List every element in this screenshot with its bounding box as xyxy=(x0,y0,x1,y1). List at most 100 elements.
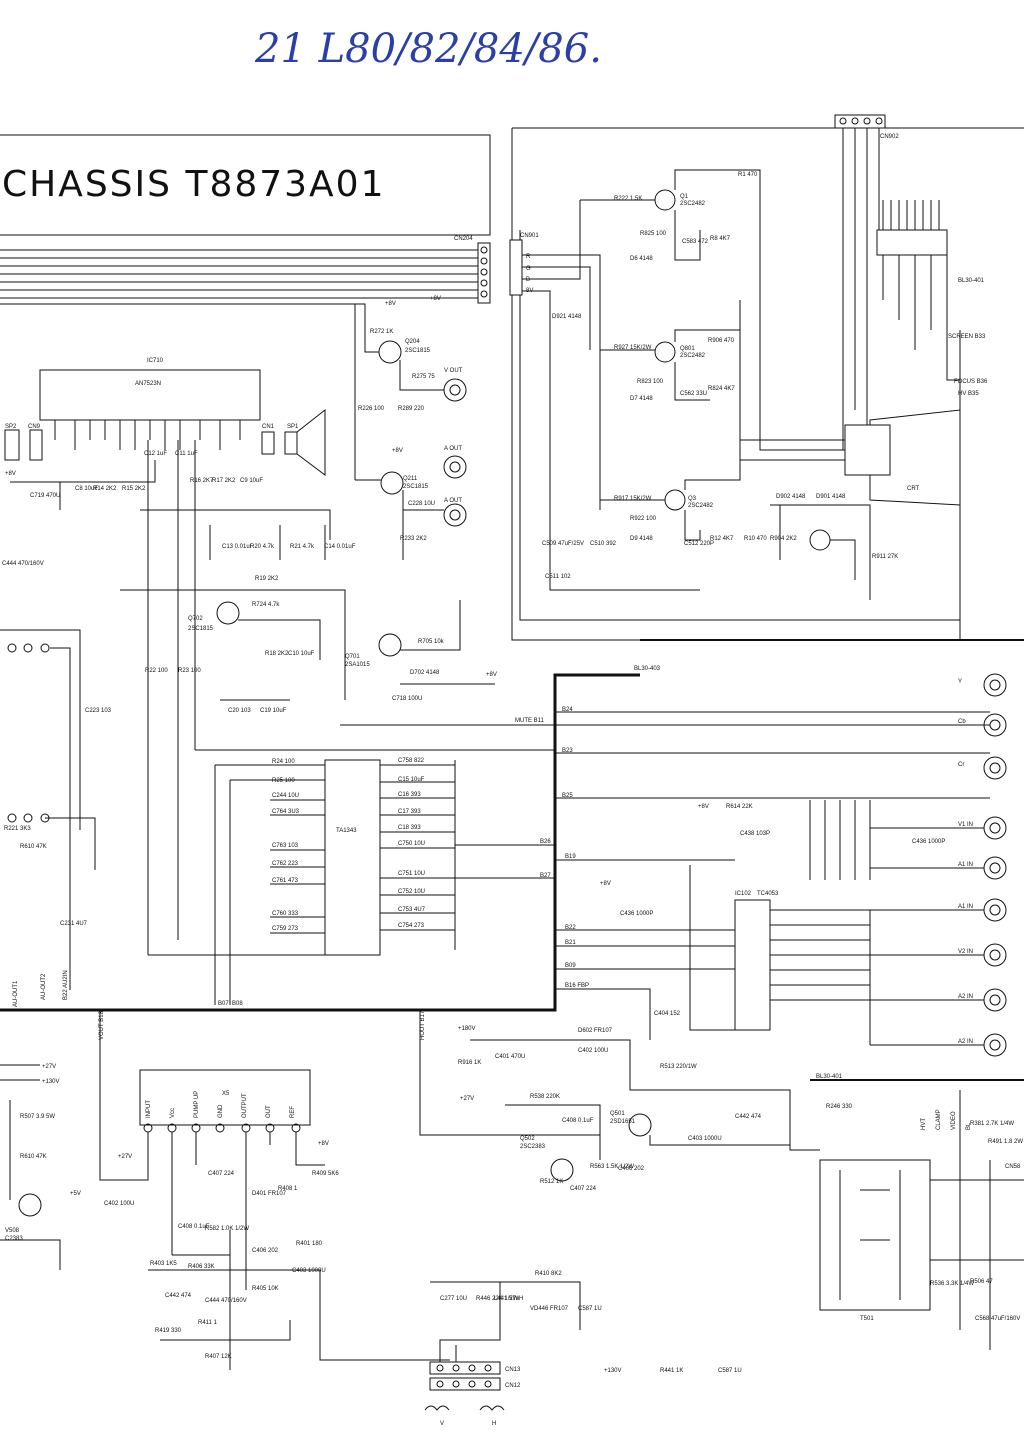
d7-label: D7 4148 xyxy=(630,396,653,402)
video-drivers: Q1 2SC2482 Q801 2SC2482 Q3 2SC2482 R222 … xyxy=(542,169,898,600)
r289-label: R289 220 xyxy=(398,406,425,412)
cn901-label: CN901 xyxy=(520,233,539,239)
r24-label: R24 100 xyxy=(272,759,295,765)
c330-label: C436 1000P xyxy=(620,911,653,917)
r512-label: R563 1.5K 1/2W xyxy=(590,1164,634,1170)
c759-label: C760 333 xyxy=(272,911,299,917)
r582-label: R536 3.3K 1/4W xyxy=(930,1281,974,1287)
r705-label: R705 10k xyxy=(418,639,445,645)
vout-b18-label: VOUT B18 xyxy=(99,1010,105,1040)
b26-label: B26 xyxy=(540,839,551,845)
b21-label: B21 xyxy=(565,940,576,946)
cn901-pin-r: R xyxy=(526,254,531,260)
c6-label: C512 220P xyxy=(684,541,714,547)
q211-part: 2SC1815 xyxy=(403,484,429,490)
flyback-t501: T501 R246 330 R491 1.8 2W R381 2.7K 1/4W… xyxy=(819,1090,1024,1350)
c438-label: C442 474 xyxy=(735,1114,762,1120)
q502-ref: Q502 xyxy=(520,1136,535,1142)
c10-label: C10 10uF xyxy=(288,651,315,657)
c903-label: C510 392 xyxy=(590,541,617,547)
c12-label: C12 1uF xyxy=(144,451,167,457)
cn902-label: CN902 xyxy=(880,134,899,140)
c763-label: C764 3U3 xyxy=(272,809,300,815)
r226-label: R226 100 xyxy=(358,406,385,412)
c2431-value: C438 103P xyxy=(740,831,770,837)
r513-label: R538 220K xyxy=(530,1094,560,1100)
c401-label: C408 0.1uF xyxy=(178,1224,210,1230)
c16-label: C15 10uF xyxy=(398,777,425,783)
cn12-label: CN12 xyxy=(505,1383,521,1389)
screen-label: SCREEN B33 xyxy=(948,334,986,340)
ic102-8v: +8V xyxy=(600,881,611,887)
ic710-label: IC710 xyxy=(147,358,164,364)
a-out-1-label: A OUT xyxy=(444,446,462,452)
q3-ref: Q3 xyxy=(688,496,697,502)
cn901-pin-b: B xyxy=(526,277,530,283)
q502-part: 2SC2383 xyxy=(520,1144,546,1150)
au-out2-label: AU-OUT2 xyxy=(41,973,47,1000)
vert-pin-out: OUT xyxy=(266,1105,272,1118)
c583-label: C404 152 xyxy=(654,1011,681,1017)
c406-label: C442 474 xyxy=(165,1293,192,1299)
ic710-part: AN7523N xyxy=(135,381,161,387)
c761-label: C762 223 xyxy=(272,861,299,867)
c568-label: C587 1U xyxy=(718,1368,742,1374)
c404-label: C402 100U xyxy=(104,1201,134,1207)
r506-label: R381 2.7K 1/4W xyxy=(970,1121,1014,1127)
q204-part: 2SC1815 xyxy=(405,348,431,354)
b24-label: B24 xyxy=(562,707,573,713)
ll-130v: +130V xyxy=(42,1079,60,1085)
hsec-27v: +27V xyxy=(460,1096,474,1102)
t501-label: T501 xyxy=(860,1316,874,1322)
bl30-401b-label: BL30-401 xyxy=(816,1074,843,1080)
c755-label: C754 273 xyxy=(398,923,425,929)
cn902-connector: CN902 xyxy=(834,114,899,450)
d901-label: D901 4148 xyxy=(816,494,846,500)
q211-8v: +8V xyxy=(392,448,403,454)
ll-5v: +5V xyxy=(70,1191,81,1197)
c20-label: C20 103 xyxy=(228,708,251,714)
ta1343-ic: TA1343 R24 100 R25 100 C244 10U C764 3U3… xyxy=(148,758,456,1007)
yoke-v-label: V xyxy=(440,1421,444,1427)
vert-ic-label: X5 xyxy=(222,1091,230,1097)
handwritten-model-note: 21 L80/82/84/86. xyxy=(254,26,602,72)
a1-in-r-label: A1 IN xyxy=(958,904,973,910)
sp2-label: SP2 xyxy=(5,424,17,430)
crt-label: CRT xyxy=(907,486,920,492)
ll-27v: +27V xyxy=(42,1064,56,1070)
c407-label: C403 1000U xyxy=(292,1268,326,1274)
vert-pin-vcc: Vcc xyxy=(170,1108,176,1118)
c444-label: C587 1U xyxy=(578,1306,602,1312)
cn204-label: CN204 xyxy=(454,236,473,242)
b27-label: B27 xyxy=(540,873,551,879)
c402-label: C407 224 xyxy=(208,1171,235,1177)
r10-label: R12 4K7 xyxy=(710,536,734,542)
c752-label: C751 10U xyxy=(398,871,425,877)
bl30-401-label: BL30-401 xyxy=(958,278,985,284)
r8-label: R825 100 xyxy=(640,231,667,237)
c921-label: C562 33U xyxy=(680,391,707,397)
l441-label: L441 57uH xyxy=(494,1296,523,1302)
c511-label: C406 202 xyxy=(618,1166,645,1172)
r222-label: R610 47K xyxy=(20,844,47,850)
cb-input-label: Cb xyxy=(958,719,966,725)
pin-clamp: CLAMP xyxy=(936,1109,942,1130)
c17-label: C16 393 xyxy=(398,792,421,798)
c19-label: C19 10uF xyxy=(260,708,287,714)
r906-label: R824 4K7 xyxy=(708,386,735,392)
q701-part: 2SA1015 xyxy=(345,662,370,668)
vert-pin-gnd: GND xyxy=(218,1104,224,1118)
b25-label: B25 xyxy=(562,793,573,799)
vert-pin-output: OUTPUT xyxy=(242,1093,248,1118)
c7-label: C511 102 xyxy=(545,574,571,580)
r17-label: R17 2K2 xyxy=(212,478,236,484)
c510-label: C407 224 xyxy=(570,1186,597,1192)
q801-part: 2SC2482 xyxy=(680,353,706,359)
r904-label: R10 470 xyxy=(744,536,767,542)
r406-label: R403 1K5 xyxy=(150,1261,177,1267)
q501-part: 2SD1651 xyxy=(610,1119,636,1125)
r823-label: R927 15K/2W xyxy=(614,345,652,351)
c244-label: C444 470/160V xyxy=(2,561,44,567)
c2431-8v: +8V xyxy=(698,804,709,810)
b19-label: B19 xyxy=(565,854,576,860)
